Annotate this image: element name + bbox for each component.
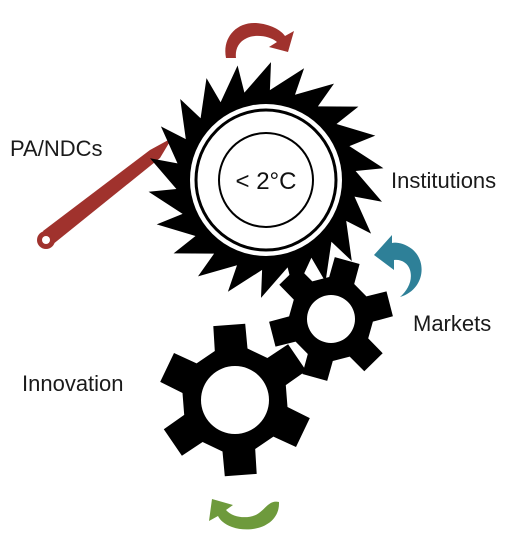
temperature-target-label: < 2°C (236, 168, 297, 195)
lever-icon (37, 138, 172, 249)
curved-arrow-icon (209, 499, 280, 530)
innovation-label: Innovation (22, 371, 124, 396)
curved-arrow-icon (374, 235, 422, 297)
sawtooth-gear-icon (148, 62, 384, 298)
curved-arrow-clockwise-icon (225, 22, 294, 58)
lever-label: PA/NDCs (10, 136, 103, 161)
gear-icon (160, 323, 310, 477)
gear-icon (269, 257, 393, 381)
markets-label: Markets (413, 311, 491, 336)
institutions-label: Institutions (391, 168, 496, 193)
